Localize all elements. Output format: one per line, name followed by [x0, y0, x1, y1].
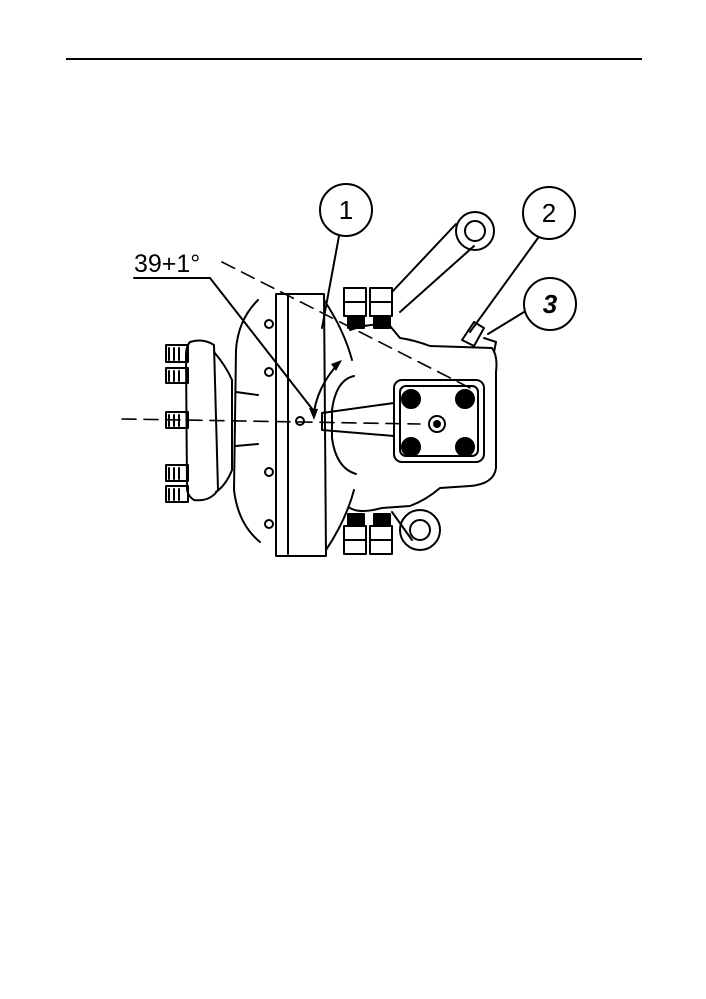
lubrication-fitting	[461, 321, 497, 353]
callout-1-leader	[321, 235, 340, 329]
hub-cover	[233, 299, 261, 543]
callout-3-circle	[523, 277, 577, 331]
angle-label: 39+1°	[134, 250, 200, 278]
lower-steering-arm	[391, 509, 441, 551]
center-axis-line	[121, 418, 421, 425]
angle-leader-line	[209, 277, 314, 411]
wheel-stud	[165, 344, 189, 363]
steering-knuckle	[321, 323, 498, 512]
upper-clamp-bolts	[343, 287, 393, 329]
housing-flange-plate	[264, 293, 355, 557]
header-rule	[66, 58, 642, 60]
callout-1-number: 1	[339, 195, 353, 225]
angle-arc	[313, 363, 339, 413]
wheel-stud	[165, 464, 189, 482]
wheel-stud	[165, 411, 189, 429]
callout-2-circle	[522, 186, 576, 240]
mounting-plate	[393, 379, 485, 463]
callout-2-leader	[469, 237, 539, 333]
wheel-stud	[165, 367, 189, 384]
wheel-flange	[185, 339, 259, 502]
angle-arrow-head	[331, 360, 342, 371]
lower-clamp-bolts	[343, 513, 393, 555]
callout-3-leader	[487, 311, 525, 335]
callout-2-number: 2	[542, 198, 556, 228]
wheel-stud	[165, 485, 189, 503]
angle-reference-line	[221, 261, 471, 389]
callout-1-circle	[319, 183, 373, 237]
angle-arrow-head	[309, 408, 318, 420]
callout-3-number: 3	[543, 289, 558, 319]
upper-steering-arm	[391, 211, 495, 313]
